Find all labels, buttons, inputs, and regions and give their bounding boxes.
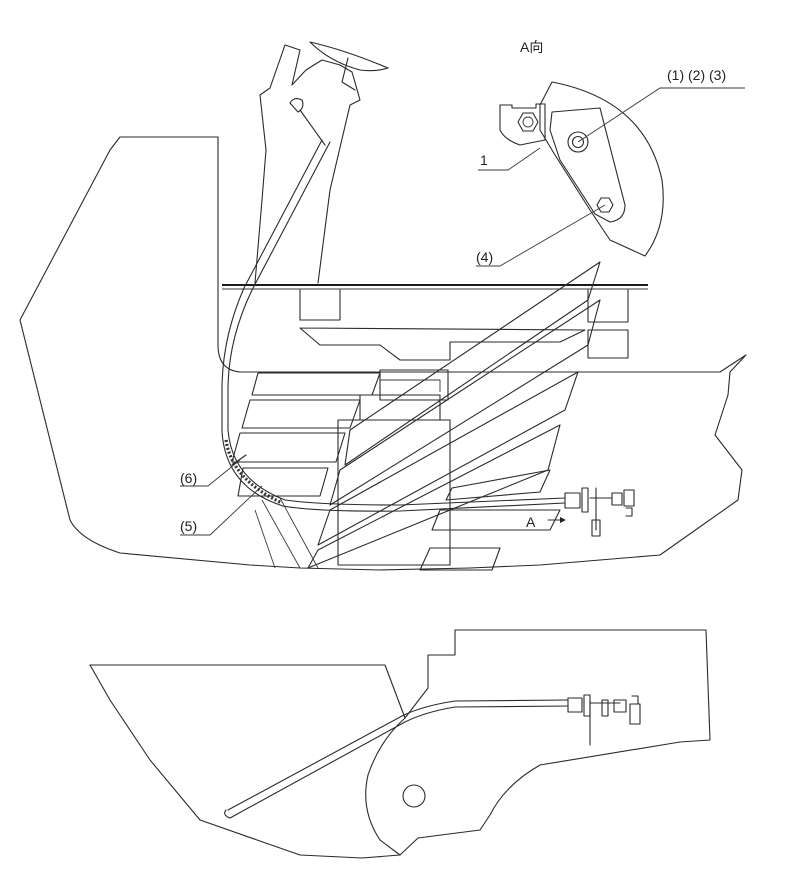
lower-cable-end-fitting — [567, 694, 641, 746]
lower-cable — [229, 705, 569, 819]
lower-cable-inner — [227, 699, 569, 811]
housing-block-3 — [337, 419, 451, 566]
hex-nut-bore — [522, 116, 534, 128]
bolt-hole-upper-outer — [567, 131, 589, 153]
detail-mount-plate — [499, 103, 546, 146]
bottom-side-view — [89, 629, 711, 859]
housing-step — [380, 379, 441, 392]
hex-bolt-lower — [596, 197, 614, 213]
slat-panels — [231, 261, 601, 571]
leader-4 — [476, 204, 606, 267]
top-assembly-view: A (6) (5) — [19, 41, 747, 571]
detail-bracket-slot — [549, 107, 626, 223]
housing-block-2 — [359, 394, 441, 421]
callout-4: (4) — [476, 249, 493, 265]
cable-end-fitting — [564, 487, 635, 537]
steering-wheel — [309, 41, 389, 72]
lower-cable-end-cap — [224, 809, 231, 819]
hex-nut — [517, 112, 539, 132]
callout-5: (5) — [180, 518, 197, 534]
callout-123: (1) (2) (3) — [667, 67, 726, 83]
leader-1 — [478, 147, 541, 171]
leader-5 — [180, 485, 263, 536]
lower-housing — [365, 717, 406, 856]
leader-6 — [180, 459, 241, 487]
pedestal-right-lower — [587, 329, 629, 359]
cable-clamp — [231, 454, 247, 466]
lever-knob — [289, 97, 304, 113]
frame-member — [299, 327, 586, 361]
view-a-detail: A向 (1) (2) (3) 1 (4) — [476, 39, 745, 267]
lever-rod — [299, 109, 326, 146]
view-a-title: A向 — [520, 39, 543, 55]
detail-bracket-arm — [539, 81, 664, 257]
seat-outline — [254, 44, 361, 284]
steering-column — [341, 57, 356, 91]
view-arrow-label: A — [526, 514, 536, 530]
control-cable-inner — [221, 139, 566, 512]
bolt-hole-upper — [571, 135, 585, 149]
callout-6: (6) — [180, 470, 197, 486]
pedestal-left — [299, 289, 341, 321]
callout-1: 1 — [480, 152, 488, 168]
cable-protection-hatch — [224, 439, 283, 505]
leader-123 — [577, 87, 745, 143]
control-cable — [227, 141, 566, 506]
pedestal-right — [587, 289, 629, 323]
pivot-hole — [402, 784, 426, 808]
view-arrow-head — [560, 517, 566, 523]
lower-body-outline — [89, 629, 711, 859]
